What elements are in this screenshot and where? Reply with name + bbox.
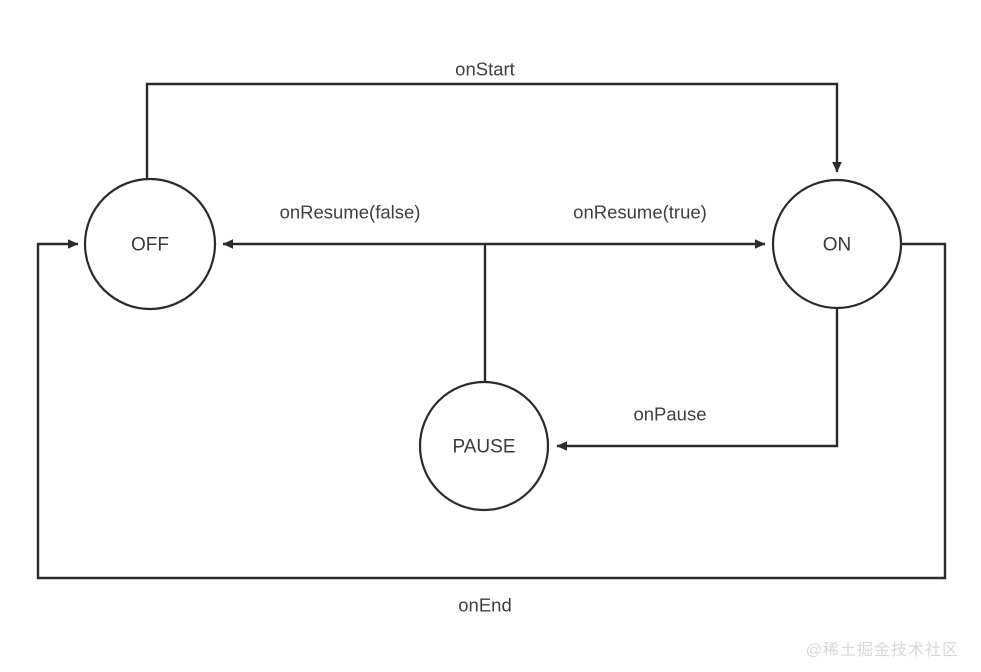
watermark: @稀土掘金技术社区	[805, 642, 959, 659]
edge-on-start	[145, 82, 842, 180]
edge-label-on-resume-false: onResume(false)	[280, 202, 421, 223]
edge-label-on-start: onStart	[455, 59, 515, 80]
edge-on-end	[36, 239, 947, 580]
state-node-on-label: ON	[823, 235, 852, 256]
state-node-pause-label: PAUSE	[452, 437, 515, 458]
state-node-off[interactable]	[83, 177, 217, 311]
edge-label-on-resume-true: onResume(true)	[573, 202, 707, 223]
state-node-on[interactable]	[771, 178, 903, 310]
edge-on-pause	[556, 308, 839, 451]
state-node-off-label: OFF	[131, 235, 169, 256]
state-node-pause[interactable]	[418, 380, 550, 512]
edge-label-on-end: onEnd	[458, 595, 512, 616]
edge-label-on-pause: onPause	[633, 404, 706, 425]
